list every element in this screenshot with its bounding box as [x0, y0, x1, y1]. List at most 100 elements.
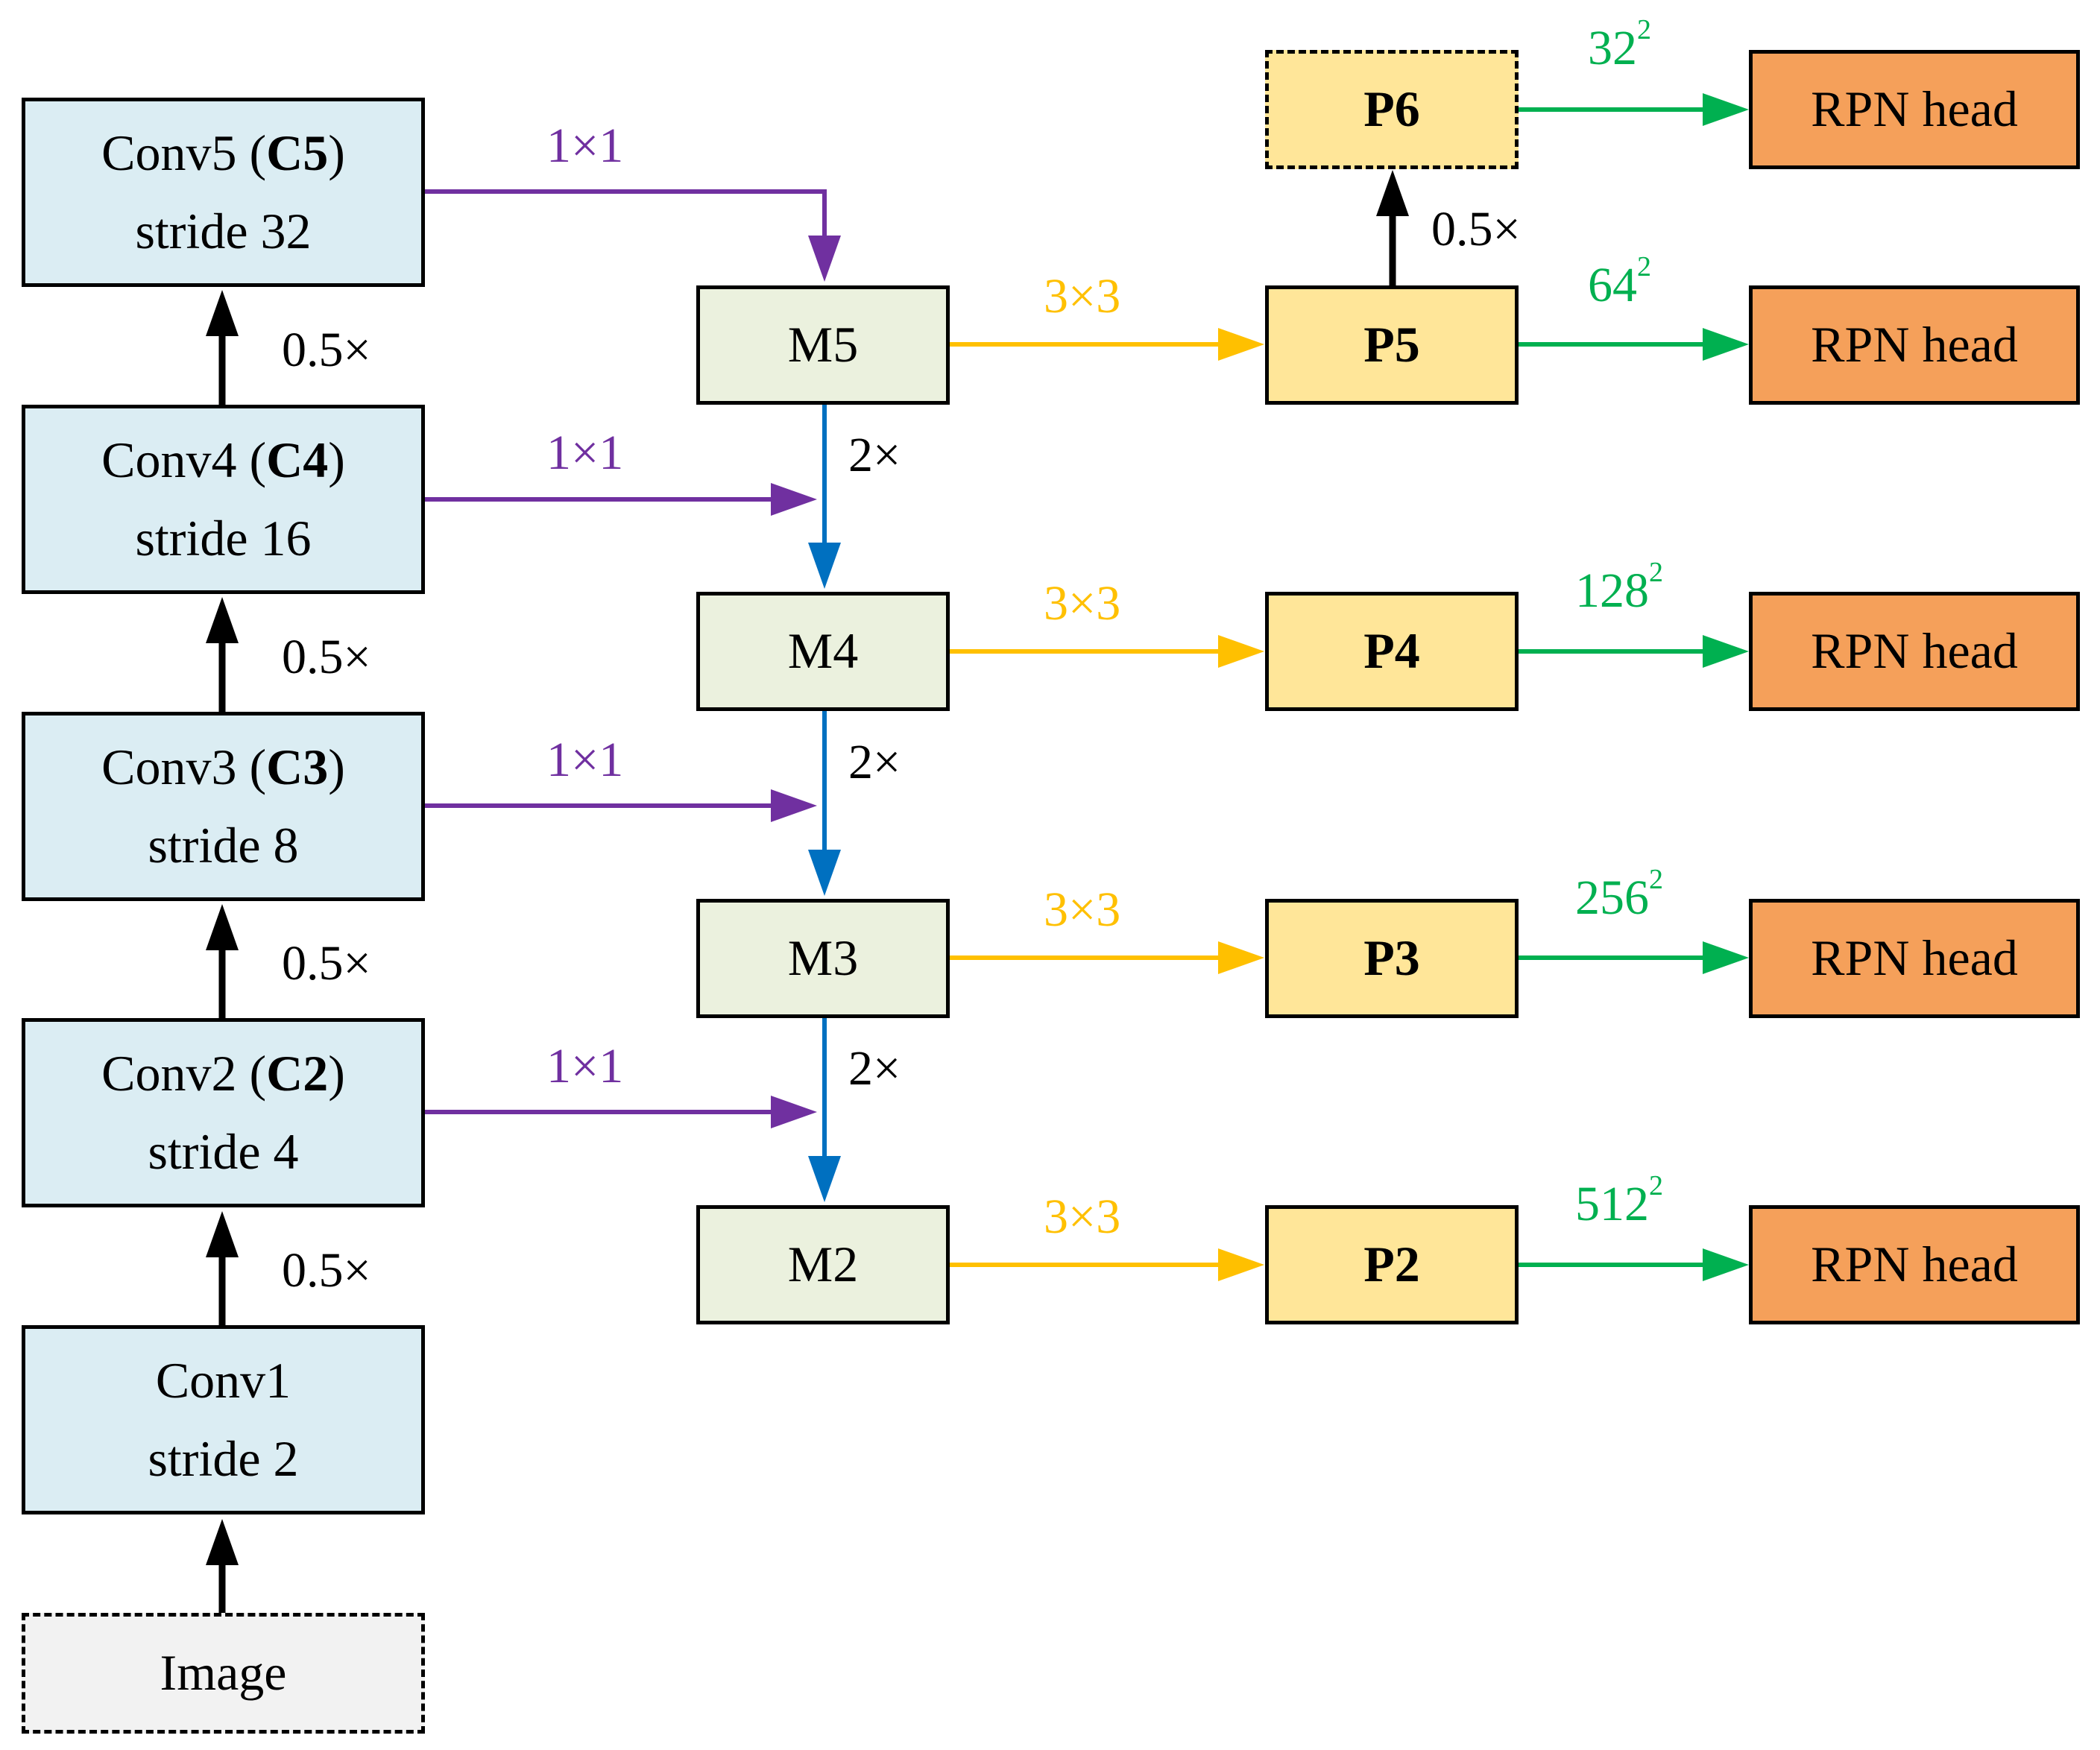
conv2-stride: stride 4	[148, 1123, 299, 1180]
anchor-p6-base: 32	[1588, 21, 1637, 75]
conv4-name: Conv4 (	[101, 431, 267, 488]
downsample-label-c3-c4: 0.5×	[282, 630, 371, 684]
anchor-p4-base: 128	[1575, 563, 1649, 618]
anchor-p2-base: 512	[1575, 1177, 1649, 1231]
downsample-label-c1-c2: 0.5×	[282, 1243, 371, 1298]
anchor-label-p2: 5122	[1575, 1172, 1663, 1231]
p6-arrow	[1376, 170, 1409, 285]
lateral-arrows	[424, 189, 841, 1128]
anchor-p4-exp: 2	[1649, 557, 1663, 588]
lateral-label-c5: 1×1	[546, 119, 624, 173]
smooth-arrows	[948, 328, 1264, 1281]
m3-box: M3	[696, 899, 950, 1018]
m5-label: M5	[787, 316, 859, 373]
conv5-id: C5	[266, 124, 329, 181]
head-arrows	[1518, 93, 1749, 1281]
conv4-paren: )	[328, 431, 345, 488]
c5-lateral-arrow	[424, 189, 827, 237]
p2-label: P2	[1363, 1236, 1420, 1293]
rpn-head-p6-label: RPN head	[1811, 80, 2018, 138]
rpn-head-p2-label: RPN head	[1811, 1236, 2018, 1293]
conv3-to-conv4-arrowhead	[206, 597, 239, 643]
conv4-title: Conv4 (C4)	[101, 421, 345, 499]
conv1-box: Conv1 stride 2	[22, 1325, 425, 1514]
upsample-label-m5-m4: 2×	[848, 428, 901, 482]
rpn-head-p6: RPN head	[1749, 50, 2080, 169]
anchor-label-p6: 322	[1588, 16, 1651, 75]
p5-box: P5	[1265, 285, 1519, 405]
anchor-label-p5: 642	[1588, 253, 1651, 310]
anchor-p3-base: 256	[1575, 871, 1649, 925]
m2-to-p2-arrowhead	[1218, 1248, 1264, 1281]
conv4-stride: stride 16	[135, 510, 312, 566]
anchor-label-p3: 2562	[1575, 865, 1663, 925]
conv2-paren: )	[328, 1044, 345, 1102]
p5-label: P5	[1363, 316, 1420, 373]
upsample-label-m4-m3: 2×	[848, 735, 901, 789]
m3-to-m2-arrowhead	[808, 1156, 841, 1202]
p3-to-head-arrowhead	[1703, 941, 1749, 974]
conv2-name: Conv2 (	[101, 1044, 267, 1102]
backbone-arrows	[206, 290, 239, 1616]
anchor-p3-exp: 2	[1649, 864, 1663, 895]
conv4-to-conv5-arrowhead	[206, 290, 239, 336]
smooth-label-p2: 3×3	[1044, 1190, 1121, 1244]
upsample-label-m3-m2: 2×	[848, 1041, 901, 1096]
p4-box: P4	[1265, 592, 1519, 711]
m4-box: M4	[696, 592, 950, 711]
rpn-head-p5-label: RPN head	[1811, 316, 2018, 373]
rpn-head-p5: RPN head	[1749, 285, 2080, 405]
p6-to-head-arrowhead	[1703, 93, 1749, 126]
anchor-p6-exp: 2	[1637, 14, 1651, 45]
p2-box: P2	[1265, 1205, 1519, 1324]
lateral-label-c4: 1×1	[546, 426, 624, 480]
conv4-id: C4	[266, 431, 329, 488]
conv5-name: Conv5 (	[101, 124, 267, 181]
smooth-label-p3: 3×3	[1044, 882, 1121, 937]
conv5-box: Conv5 (C5) stride 32	[22, 98, 425, 287]
rpn-head-p4-label: RPN head	[1811, 622, 2018, 680]
p3-label: P3	[1363, 929, 1420, 987]
p4-label: P4	[1363, 622, 1420, 680]
anchor-p5-exp: 2	[1637, 251, 1651, 282]
smooth-label-p4: 3×3	[1044, 576, 1121, 631]
conv1-stride: stride 2	[148, 1430, 299, 1487]
p6-label: P6	[1363, 80, 1420, 138]
p2-to-head-arrowhead	[1703, 1248, 1749, 1281]
conv1-to-conv2-arrowhead	[206, 1211, 239, 1257]
p5-to-p6-arrowhead	[1376, 170, 1409, 216]
conv3-box: Conv3 (C3) stride 8	[22, 712, 425, 901]
lateral-label-c3: 1×1	[546, 733, 624, 787]
m4-to-p4-arrowhead	[1218, 635, 1264, 668]
p5-to-head-arrowhead	[1703, 328, 1749, 361]
anchor-p2-exp: 2	[1649, 1170, 1663, 1201]
anchor-label-p4: 1282	[1575, 558, 1663, 618]
conv5-paren: )	[328, 124, 345, 181]
c3-lateral-arrowhead	[771, 789, 817, 822]
rpn-head-p3-label: RPN head	[1811, 929, 2018, 987]
rpn-head-p2: RPN head	[1749, 1205, 2080, 1324]
c5-lateral-arrowhead	[808, 236, 841, 282]
upsample-arrows	[808, 403, 841, 1202]
conv2-to-conv3-arrowhead	[206, 904, 239, 950]
conv2-id: C2	[266, 1044, 329, 1102]
p4-to-head-arrowhead	[1703, 635, 1749, 668]
conv3-id: C3	[266, 738, 329, 795]
conv2-title: Conv2 (C2)	[101, 1034, 345, 1113]
m2-box: M2	[696, 1205, 950, 1324]
p3-box: P3	[1265, 899, 1519, 1018]
m4-label: M4	[787, 622, 859, 680]
m5-to-m4-arrowhead	[808, 543, 841, 589]
c2-lateral-arrowhead	[771, 1096, 817, 1128]
image-box: Image	[22, 1613, 425, 1734]
m4-to-m3-arrowhead	[808, 850, 841, 896]
image-label: Image	[160, 1644, 287, 1702]
lateral-label-c2: 1×1	[546, 1039, 624, 1093]
m3-to-p3-arrowhead	[1218, 941, 1264, 974]
c4-lateral-arrowhead	[771, 483, 817, 516]
downsample-label-c4-c5: 0.5×	[282, 323, 371, 377]
conv3-title: Conv3 (C3)	[101, 728, 345, 806]
m3-label: M3	[787, 929, 859, 987]
